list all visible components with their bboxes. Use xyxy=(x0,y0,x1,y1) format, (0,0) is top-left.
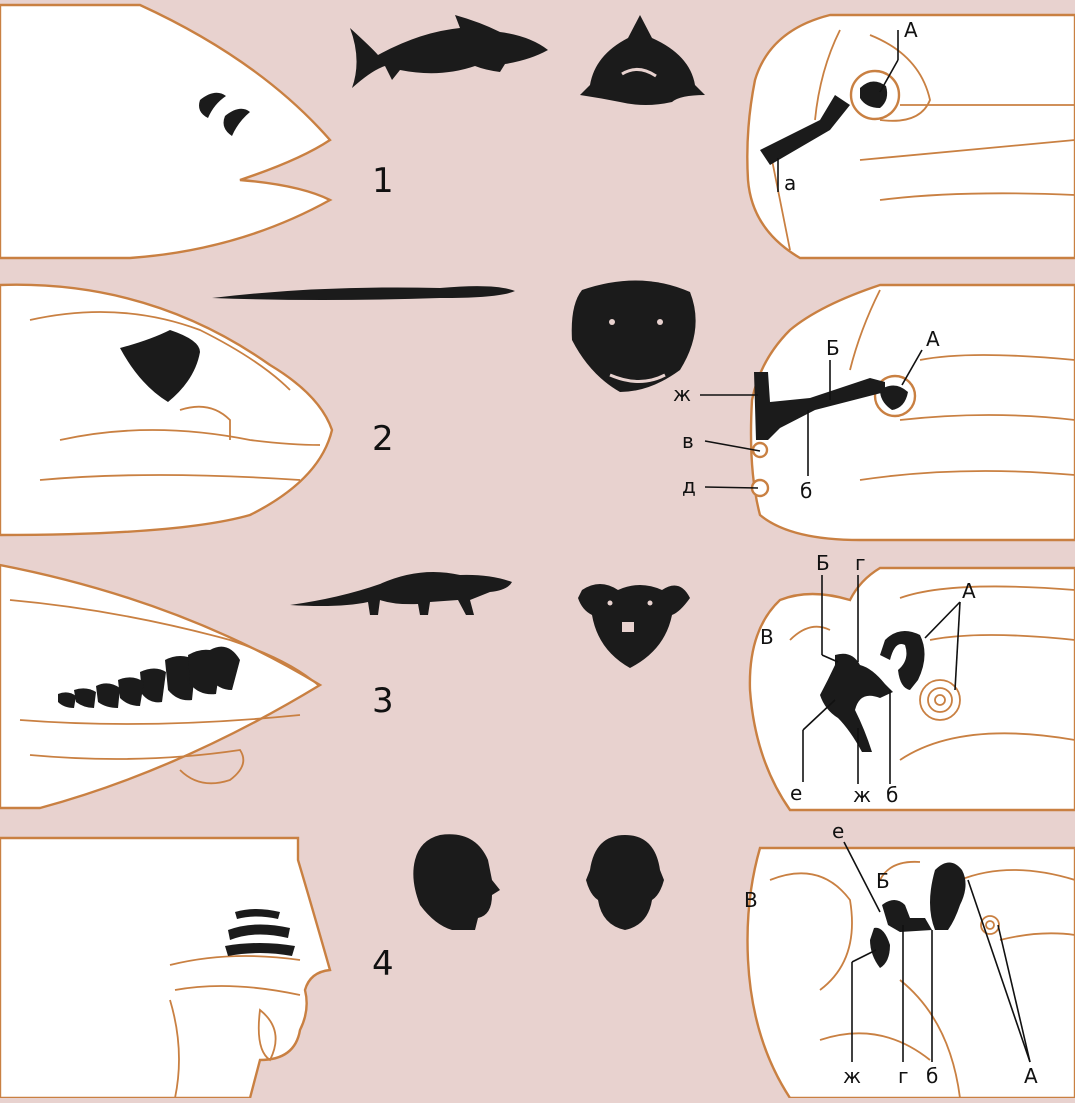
label-A: А xyxy=(1024,1064,1038,1088)
label-e: е xyxy=(832,819,844,843)
amphibian-front-silhouette xyxy=(572,280,696,392)
label-g: г xyxy=(855,551,866,575)
label-B: Б xyxy=(876,869,890,893)
label-B: Б xyxy=(826,336,840,360)
human-head-panel xyxy=(0,838,330,1098)
row-number-3: 3 xyxy=(372,681,394,721)
label-d: д xyxy=(682,474,696,498)
amphibian-skull-panel xyxy=(0,285,332,535)
shark-silhouette xyxy=(350,15,548,88)
reptile-skull-panel xyxy=(0,565,320,808)
row-number-1: 1 xyxy=(372,161,394,201)
label-a: а xyxy=(784,171,796,195)
label-A: А xyxy=(926,327,940,351)
row-number-2: 2 xyxy=(372,419,394,459)
label-A: А xyxy=(904,18,918,42)
therapsid-front-silhouette xyxy=(578,584,690,668)
label-b: б xyxy=(886,783,898,807)
fish-head-panel xyxy=(0,5,330,258)
label-b: б xyxy=(926,1064,938,1088)
label-e: е xyxy=(790,781,802,805)
row-1: 1 А а xyxy=(0,5,1075,258)
shark-front-silhouette xyxy=(580,15,705,105)
label-g: г xyxy=(898,1064,909,1088)
label-A: А xyxy=(962,579,976,603)
label-zh: ж xyxy=(843,1064,861,1088)
label-V: В xyxy=(744,888,758,912)
label-b: б xyxy=(800,479,812,503)
row-number-4: 4 xyxy=(372,944,394,984)
human-head-profile-silhouette xyxy=(413,834,500,930)
label-B: Б xyxy=(816,551,830,575)
therapsid-silhouette xyxy=(290,572,512,615)
fish-ear-section-panel xyxy=(747,15,1075,258)
human-head-front-silhouette xyxy=(586,835,664,930)
row-2: 2 ж в д Б А б xyxy=(0,280,1075,540)
reptile-ear-section-panel xyxy=(750,568,1075,810)
label-V: В xyxy=(760,625,774,649)
human-ear-section-panel xyxy=(748,848,1075,1098)
label-zh: ж xyxy=(673,382,691,406)
row-3: 3 В Б г А е ж xyxy=(0,551,1075,810)
eel-silhouette xyxy=(212,286,515,300)
label-zh: ж xyxy=(853,783,871,807)
label-v: в xyxy=(682,429,694,453)
row-4: 4 е В Б ж г б xyxy=(0,819,1075,1098)
